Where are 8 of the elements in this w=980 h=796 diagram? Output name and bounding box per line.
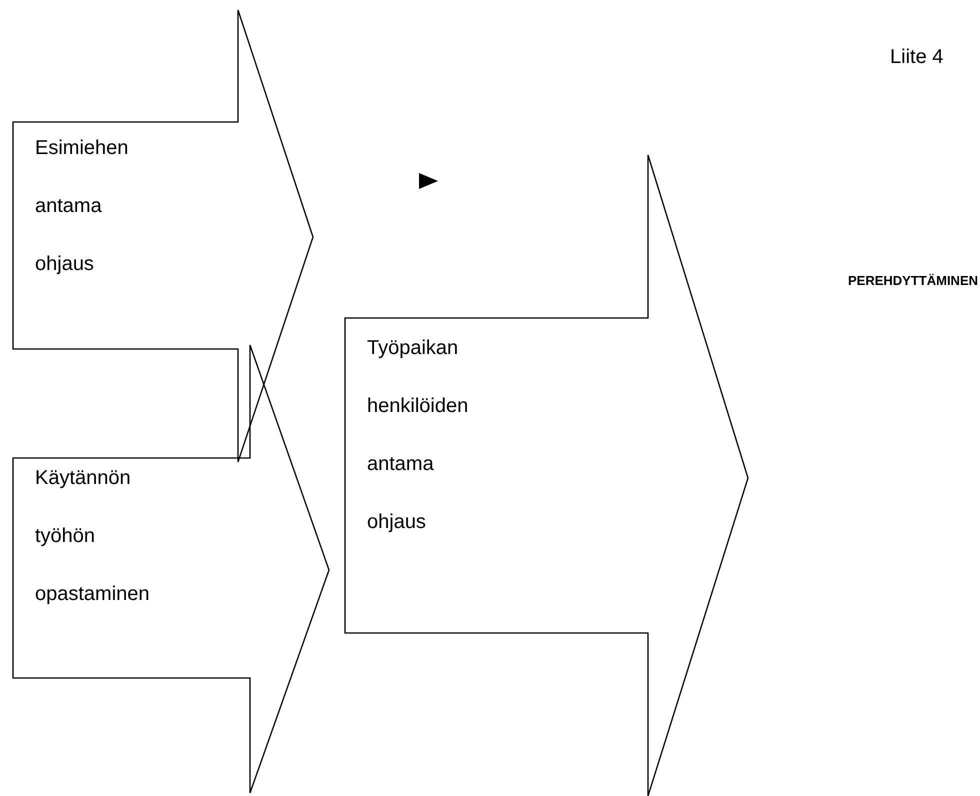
step-shape	[345, 155, 748, 796]
step-shape	[13, 345, 329, 793]
title-label: PEREHDYTTÄMINEN	[848, 273, 978, 288]
appendix-label: Liite 4	[890, 46, 944, 69]
arrow-text: Käytännön työhön opastaminen	[35, 466, 151, 607]
step-shape	[13, 10, 313, 462]
arrow-text: Esimiehen antama ohjaus	[35, 136, 130, 277]
arrow-text: Työpaikan henkilöiden antama ohjaus	[367, 336, 470, 535]
